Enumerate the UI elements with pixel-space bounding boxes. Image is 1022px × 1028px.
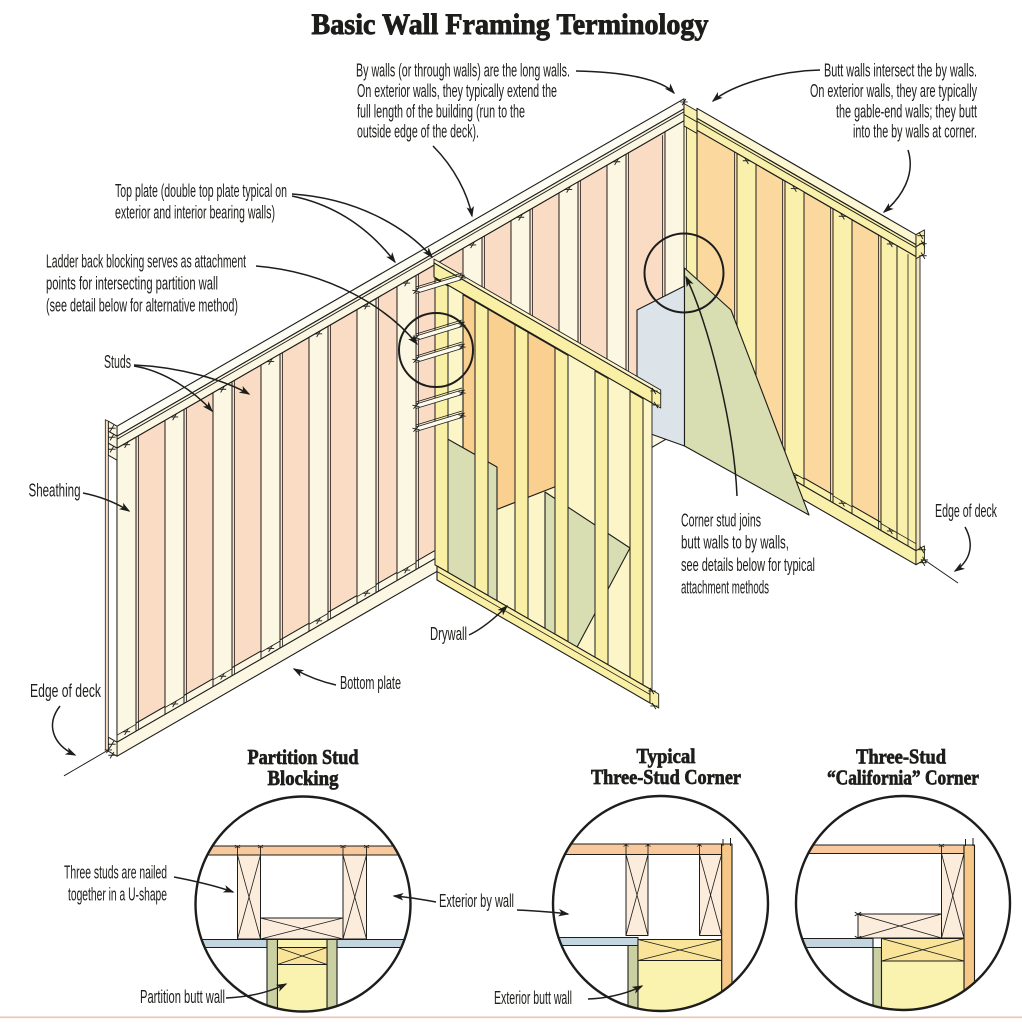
svg-text:together in a U-shape: together in a U-shape <box>68 885 167 905</box>
svg-text:attachment methods: attachment methods <box>681 577 769 597</box>
svg-text:Exterior by wall: Exterior by wall <box>439 891 514 911</box>
svg-text:(see detail below for alternat: (see detail below for alternative method… <box>46 296 238 316</box>
svg-text:see details below for typical: see details below for typical <box>681 555 815 575</box>
svg-text:Drywall: Drywall <box>430 624 467 644</box>
svg-text:Ladder back blocking serves as: Ladder back blocking serves as attachmen… <box>46 252 246 272</box>
svg-text:Bottom plate: Bottom plate <box>340 673 401 693</box>
svg-text:Blocking: Blocking <box>268 766 339 790</box>
svg-text:exterior and interior bearing: exterior and interior bearing walls) <box>115 203 275 223</box>
svg-text:Partition butt wall: Partition butt wall <box>140 987 225 1007</box>
svg-text:into the by walls at corner.: into the by walls at corner. <box>853 122 977 142</box>
svg-text:“California” Corner: “California” Corner <box>827 766 979 790</box>
svg-text:Edge of deck: Edge of deck <box>30 681 102 701</box>
svg-text:Exterior butt wall: Exterior butt wall <box>494 988 572 1008</box>
svg-text:Butt walls intersect the by wa: Butt walls intersect the by walls. <box>824 61 977 81</box>
svg-text:outside edge of the deck).: outside edge of the deck). <box>357 122 479 142</box>
svg-text:On exterior walls, they typica: On exterior walls, they typically extend… <box>357 81 557 101</box>
svg-text:the gable-end walls; they butt: the gable-end walls; they butt <box>836 101 977 121</box>
svg-text:butt walls to by walls,: butt walls to by walls, <box>681 533 789 553</box>
svg-text:Three studs are nailed: Three studs are nailed <box>64 863 167 883</box>
svg-text:By walls (or through walls) ar: By walls (or through walls) are the long… <box>356 61 570 81</box>
svg-text:Three-Stud: Three-Stud <box>856 745 946 769</box>
svg-text:Three-Stud Corner: Three-Stud Corner <box>591 765 741 789</box>
svg-text:Typical: Typical <box>637 744 696 768</box>
svg-text:Partition Stud: Partition Stud <box>248 745 359 769</box>
svg-text:full length of the building (r: full length of the building (run to the <box>357 101 525 121</box>
svg-text:Sheathing: Sheathing <box>29 481 81 501</box>
svg-text:Edge of deck: Edge of deck <box>935 501 998 521</box>
svg-text:Basic Wall Framing Terminology: Basic Wall Framing Terminology <box>312 8 709 41</box>
svg-text:Studs: Studs <box>104 352 131 372</box>
svg-text:points for intersecting partit: points for intersecting partition wall <box>46 274 218 294</box>
svg-text:On exterior walls, they are ty: On exterior walls, they are typically <box>810 81 977 101</box>
svg-text:Top plate (double top plate ty: Top plate (double top plate typical on <box>115 181 287 201</box>
svg-text:Corner stud joins: Corner stud joins <box>681 510 761 530</box>
